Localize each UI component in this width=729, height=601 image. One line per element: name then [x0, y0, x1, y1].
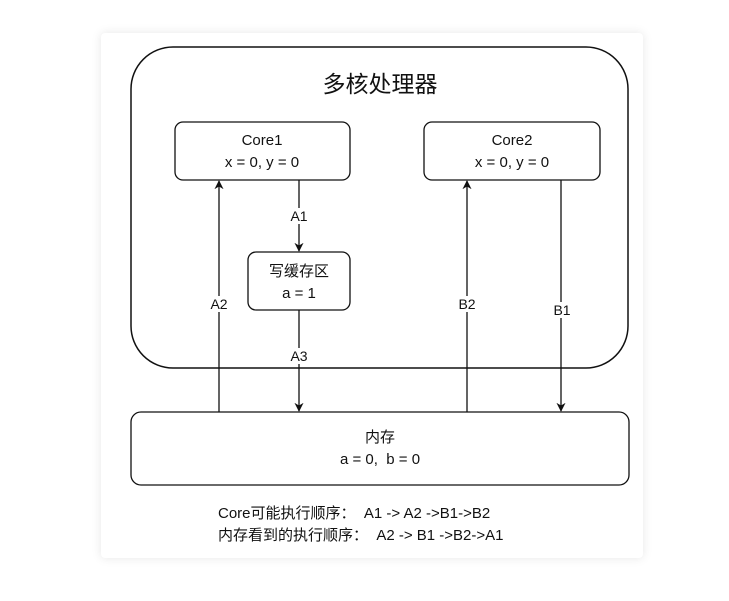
edge-a2-label: A2: [210, 296, 227, 312]
processor-container: [130, 46, 629, 369]
core1-state: x = 0, y = 0: [225, 154, 299, 171]
core1-box: [174, 121, 351, 181]
write-buffer-state: a = 1: [282, 285, 316, 302]
edge-a1-label: A1: [290, 208, 307, 224]
core2-box: [423, 121, 601, 181]
memory-name: 内存: [365, 429, 395, 446]
edge-b1-label: B1: [553, 302, 570, 318]
memory-state: a = 0, b = 0: [340, 451, 420, 468]
caption-core-order: Core可能执行顺序： A1 -> A2 ->B1->B2: [218, 505, 491, 522]
core2-name: Core2: [492, 132, 533, 149]
write-buffer-name: 写缓存区: [269, 263, 329, 280]
memory-box: [130, 411, 630, 486]
core1-name: Core1: [242, 132, 283, 149]
edge-a3-label: A3: [290, 348, 307, 364]
caption-memory-order: 内存看到的执行顺序： A2 -> B1 ->B2->A1: [218, 527, 504, 544]
edge-b2-label: B2: [458, 296, 475, 312]
processor-title: 多核处理器: [323, 71, 438, 97]
core2-state: x = 0, y = 0: [475, 154, 549, 171]
